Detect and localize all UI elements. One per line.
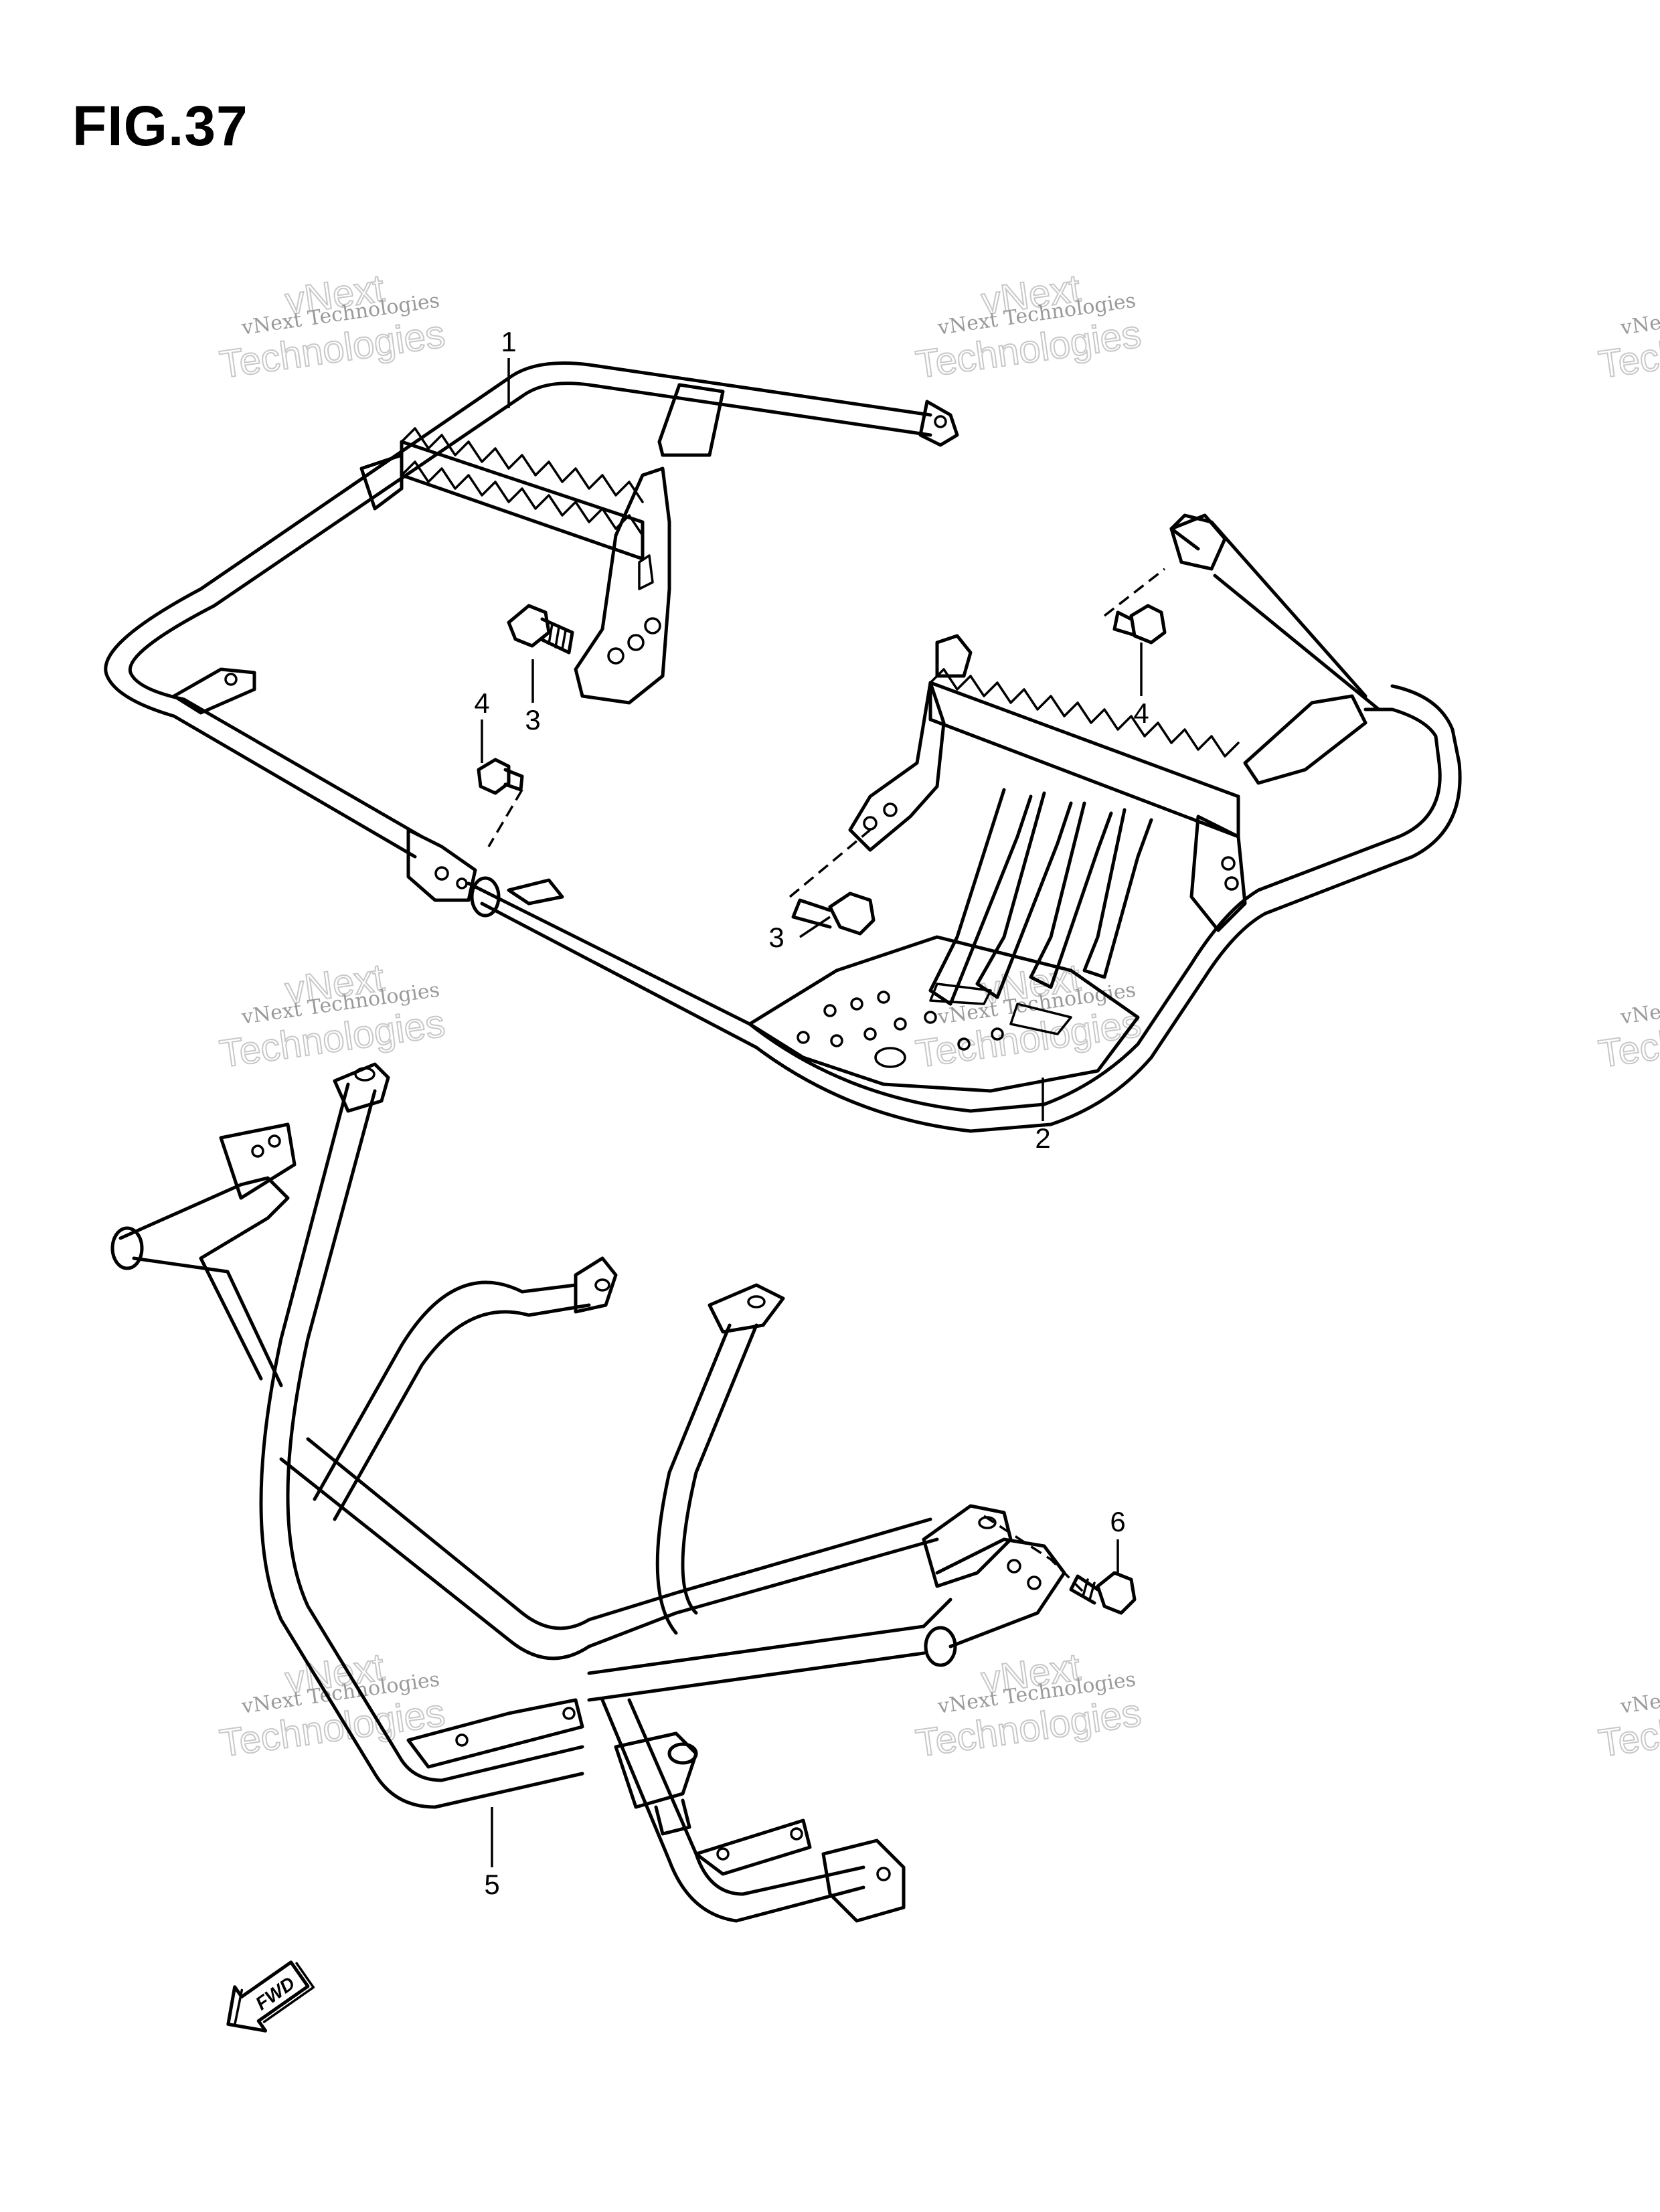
watermark-edge: Technologies vNext Technologies bbox=[1595, 289, 1660, 388]
callout-4-right: 4 bbox=[1133, 697, 1149, 729]
part-2-right-footrest-floor bbox=[467, 513, 1462, 1133]
watermark: Technologies vNext vNext Technologies bbox=[216, 955, 448, 1077]
watermark: Technologies vNext vNext Technologies bbox=[912, 266, 1144, 388]
watermark-text: vNext Technologies bbox=[1618, 1668, 1660, 1719]
leader-lines bbox=[481, 358, 1143, 1867]
watermark: Technologies vNext vNext Technologies bbox=[216, 266, 448, 388]
callout-4-left: 4 bbox=[474, 687, 489, 719]
callout-5: 5 bbox=[484, 1869, 499, 1900]
callout-3-lower: 3 bbox=[768, 922, 784, 953]
figure-title: FIG.37 bbox=[72, 94, 248, 157]
callouts: 1 2 3 3 4 4 5 6 bbox=[474, 326, 1149, 1900]
callout-6: 6 bbox=[1110, 1506, 1125, 1537]
part-5-main-frame bbox=[110, 1062, 1066, 1923]
watermark-text: vNext Technologies bbox=[1618, 289, 1660, 340]
fwd-arrow-icon: FWD bbox=[226, 1960, 315, 2033]
part-1-left-footrest-bracket bbox=[104, 361, 959, 902]
watermark-text: vNext Technologies bbox=[1618, 979, 1660, 1029]
part-3-bolt-lower-right bbox=[791, 891, 876, 936]
part-6-bolt bbox=[1069, 1571, 1137, 1615]
install-lines bbox=[487, 568, 1166, 1594]
callout-2: 2 bbox=[1035, 1122, 1050, 1154]
watermark: Technologies vNext vNext Technologies bbox=[912, 1644, 1144, 1766]
part-3-bolt-upper-left bbox=[507, 604, 574, 655]
watermark-edge: Technologies vNext Technologies bbox=[1595, 1668, 1660, 1766]
callout-3-upper: 3 bbox=[525, 704, 540, 736]
callout-1: 1 bbox=[501, 326, 516, 357]
part-4-bolt-left bbox=[477, 758, 524, 795]
part-4-bolt-right bbox=[1112, 604, 1167, 645]
watermark-edge: Technologies vNext Technologies bbox=[1595, 979, 1660, 1077]
